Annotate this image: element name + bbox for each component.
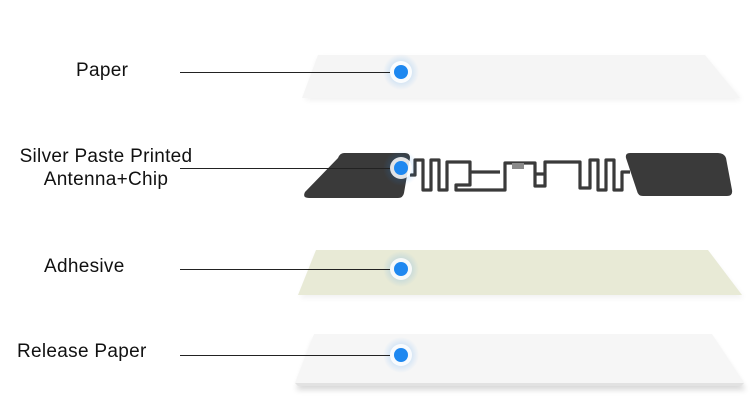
leader-line-antenna-chip — [180, 168, 390, 169]
chip — [512, 163, 524, 169]
layer-label-adhesive: Adhesive — [44, 256, 125, 277]
layer-label-release-paper: Release Paper — [17, 341, 147, 362]
adhesive-sheet — [298, 250, 742, 295]
antenna-right-pad — [625, 153, 733, 196]
dot-icon — [394, 65, 408, 79]
release-paper-layer — [295, 334, 746, 390]
marker-paper — [383, 54, 419, 90]
layer-label-antenna-line-2: Antenna+Chip — [43, 169, 169, 190]
dot-icon — [394, 348, 408, 362]
layer-label-antenna-chip: Silver Paste Printed Antenna+Chip — [4, 145, 208, 191]
adhesive-layer — [298, 250, 744, 298]
leader-line-paper — [180, 72, 390, 73]
layer-label-paper: Paper — [76, 60, 129, 81]
marker-release-paper — [383, 337, 419, 373]
antenna-inner-loop — [470, 170, 545, 176]
leader-line-adhesive — [180, 269, 390, 270]
layer-label-antenna-line-1: Silver Paste Printed — [19, 146, 193, 167]
marker-antenna — [383, 150, 419, 186]
paper-sheet — [302, 55, 740, 98]
release-paper-sheet — [295, 334, 744, 383]
dot-icon — [394, 262, 408, 276]
marker-adhesive — [383, 251, 419, 287]
dot-icon — [394, 161, 408, 175]
antenna-chip-layer — [304, 153, 733, 198]
paper-layer — [302, 55, 742, 100]
leader-line-release-paper — [180, 355, 390, 356]
